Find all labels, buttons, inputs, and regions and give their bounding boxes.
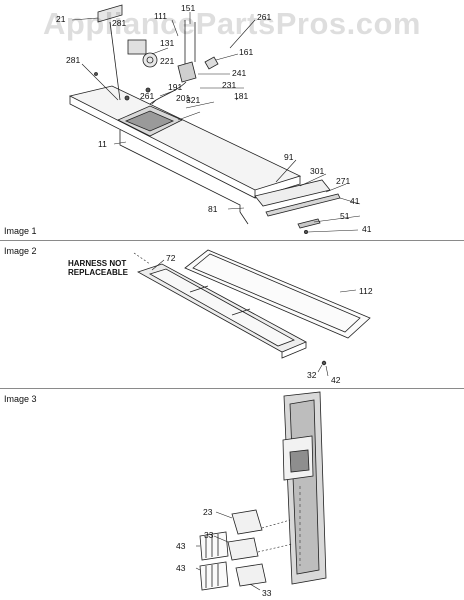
callout-label: 51 [340,211,350,221]
callout-label: 151 [181,3,195,13]
image-1-callouts: 21 281 111 151 261 131 161 281 221 241 2… [56,3,372,234]
light-socket [142,52,158,68]
holder-insert [199,561,229,591]
harness-note-line-2: REPLACEABLE [68,268,129,277]
callout-label: 261 [140,91,154,101]
section-divider [0,240,464,241]
image-2-callouts: HARNESS NOT REPLACEABLE 72 112 32 42 [68,253,373,385]
callout-label: 301 [310,166,324,176]
callout-label: 11 [98,139,107,149]
callout-label: 281 [112,18,126,28]
gasket-frame-inner [192,253,361,333]
image-1-drawing: 21 281 111 151 261 131 161 281 221 241 2… [56,3,372,234]
callout-label: 72 [166,253,176,263]
callout-label: 81 [208,204,218,214]
switch-bracket [177,61,197,83]
shield-tray-inner [148,268,295,347]
image-2-drawing: HARNESS NOT REPLACEABLE 72 112 32 42 [68,249,373,385]
door-bin-small [231,509,263,535]
screw-part [321,360,327,366]
image-2-leaders [133,252,357,377]
upper-bracket-arm [109,21,121,101]
section-label-image-3: Image 3 [4,394,37,404]
harness-wire [239,211,249,225]
callout-label: 131 [160,38,174,48]
screw-part [94,72,98,76]
callout-label: 112 [359,286,373,296]
image-1-leaders [71,12,361,233]
light-lens-cover [254,179,331,207]
callout-label: 241 [232,68,246,78]
callout-label: 221 [160,56,174,66]
screw-part [124,95,130,101]
wire-loop [149,81,187,105]
callout-label: 42 [331,375,341,385]
light-tray-front-edge [69,96,256,199]
image-3-drawing: 23 33 43 43 33 [176,391,327,598]
callout-label: 23 [203,507,213,517]
dispenser-cradle [289,449,310,473]
callout-label: 43 [176,563,186,573]
screw-part [145,87,151,93]
light-bulb-tube [297,218,321,229]
callout-label: 231 [222,80,236,90]
section-label-image-2: Image 2 [4,246,37,256]
callout-label: 261 [257,12,271,22]
callout-label: 33 [204,530,214,540]
image-3-leaders [195,511,293,591]
callout-label: 321 [186,95,200,105]
callout-label: 271 [336,176,350,186]
image-3-callouts: 23 33 43 43 33 [176,507,272,598]
thermostat-clip [204,56,219,70]
door-bin [227,537,259,561]
callout-label: 41 [362,224,372,234]
screw-part [303,229,308,234]
bracket-plate [127,39,147,55]
shield-tray-divider [189,285,209,293]
callout-label: 161 [239,47,253,57]
light-socket-inner [146,56,154,64]
harness-note-line-1: HARNESS NOT [68,259,126,268]
callout-label: 43 [176,541,186,551]
callout-label: 91 [284,152,294,162]
shield-tray-divider [231,308,251,316]
callout-label: 191 [168,82,182,92]
callout-label: 33 [262,588,272,598]
callout-label: 281 [66,55,80,65]
section-divider [0,388,464,389]
callout-label: 32 [307,370,317,380]
door-bin [235,563,267,587]
callout-label: 201 [176,93,190,103]
callout-label: 111 [154,11,167,21]
callout-label: 41 [350,196,360,206]
gasket-frame-outer [184,249,371,339]
shield-tray-side [281,342,307,359]
control-housing-inner [124,110,175,132]
callout-label: 21 [56,14,66,24]
section-label-image-1: Image 1 [4,226,37,236]
callout-label: 181 [234,91,248,101]
upper-bracket [97,4,123,23]
